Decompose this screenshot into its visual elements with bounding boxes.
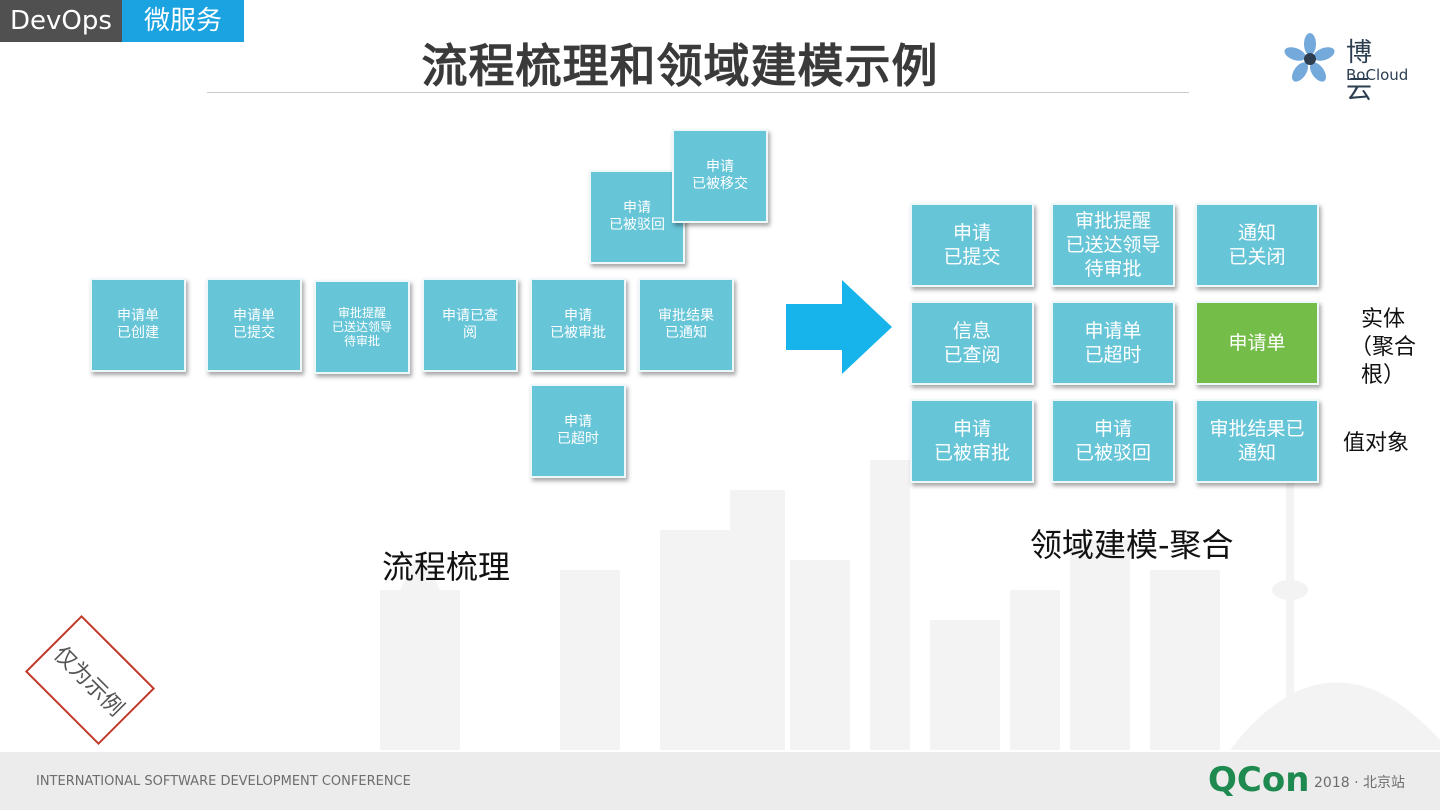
value-object-label: 值对象 [1342,431,1409,456]
flow-caption: 流程梳理 [382,548,511,586]
domain-box-entity: 申请单 [1195,301,1319,385]
flow-box-timeout: 申请 已超时 [530,384,626,478]
domain-box-7: 申请 已被审批 [910,399,1034,483]
bocloud-logo: 博 云 BoCloud [1282,30,1422,105]
flow-box-reminder: 审批提醒 已送达领导 待审批 [314,280,410,374]
domain-box-1: 申请 已提交 [910,203,1034,287]
flow-box-viewed: 申请已查 阅 [422,278,518,372]
flow-box-rejected: 申请 已被驳回 [589,170,685,264]
flow-box-created: 申请单 已创建 [90,278,186,372]
devops-tag: DevOps [0,0,122,42]
microservice-tag: 微服务 [122,0,244,42]
footer-bar: INTERNATIONAL SOFTWARE DEVELOPMENT CONFE… [0,752,1440,810]
title-divider [207,92,1189,93]
entity-label: 实体 （聚合 根） [1349,307,1416,388]
domain-caption: 领域建模-聚合 [1030,526,1234,564]
flow-box-submitted: 申请单 已提交 [206,278,302,372]
logo-name-cn: 博 云 [1346,38,1381,105]
right-arrow-icon [786,280,892,374]
flow-box-transferred: 申请 已被移交 [672,129,768,223]
domain-box-3: 通知 已关闭 [1195,203,1319,287]
qcon-logo: QCon [1208,760,1310,800]
page-title: 流程梳理和领域建模示例 [421,39,939,93]
domain-box-5: 申请单 已超时 [1051,301,1175,385]
flow-box-approved: 申请 已被审批 [530,278,626,372]
domain-box-2: 审批提醒 已送达领导 待审批 [1051,203,1175,287]
skyline-background [380,460,1440,750]
flow-box-notified: 审批结果 已通知 [638,278,734,372]
domain-box-4: 信息 已查阅 [910,301,1034,385]
footer-edition: 2018 · 北京站 [1314,775,1405,791]
domain-box-8: 申请 已被驳回 [1051,399,1175,483]
logo-name-en: BoCloud [1346,66,1409,84]
domain-box-9: 审批结果已 通知 [1195,399,1319,483]
bocloud-flower-icon [1284,33,1335,82]
footer-conference-name: INTERNATIONAL SOFTWARE DEVELOPMENT CONFE… [36,774,411,789]
